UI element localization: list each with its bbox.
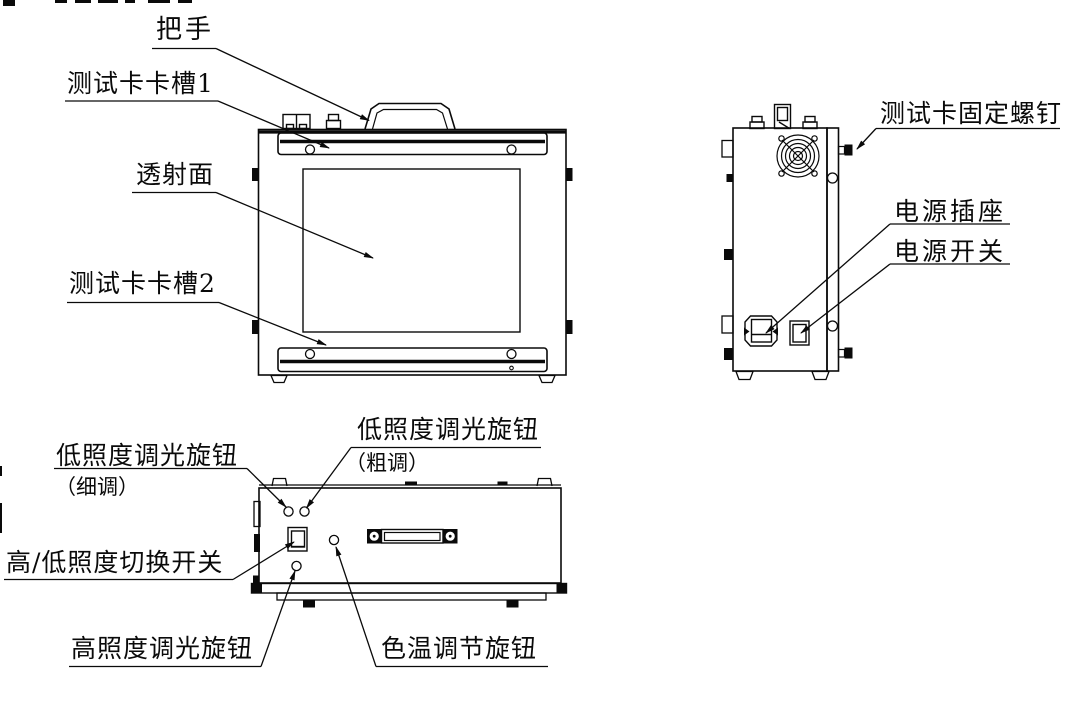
label-high-low-switch: 高/低照度切换开关 <box>6 548 224 577</box>
bottom-view <box>250 477 568 608</box>
front-side-tabs <box>252 168 573 334</box>
power-switch-shape <box>789 320 810 346</box>
front-view <box>252 102 573 384</box>
label-low-dim-fine-line2: （细调） <box>55 475 139 499</box>
top-knob-single <box>325 113 342 130</box>
leader-card-fixing-screw <box>856 127 1060 150</box>
side-foot-left <box>735 370 754 381</box>
bottom-foot-left <box>303 600 315 608</box>
card-slot-1-bar <box>277 132 548 156</box>
leader-card-slot-1 <box>65 100 330 149</box>
leader-low-dim-fine <box>54 467 287 508</box>
label-card-slot-2: 测试卡卡槽2 <box>69 269 216 298</box>
slot1-screw-hole-right <box>506 144 517 155</box>
high-dim-knob <box>291 560 302 572</box>
front-foot-left <box>270 374 288 384</box>
base-inner-strip <box>276 592 547 601</box>
high-low-switch-shape <box>287 526 308 552</box>
side-body <box>732 127 828 372</box>
leader-handle <box>152 47 370 122</box>
side-view <box>721 103 853 381</box>
base-strip <box>250 582 568 594</box>
low-dim-knob-coarse <box>299 506 310 517</box>
label-transmission-surface: 透射面 <box>136 160 215 189</box>
bottom-bump-left <box>271 477 288 487</box>
card-fixing-screw-top <box>837 144 853 156</box>
label-color-temp-knob: 色温调节旋钮 <box>381 634 538 663</box>
slot2-screw-hole-right <box>506 348 517 360</box>
leader-power-socket <box>765 223 1010 334</box>
side-right-strip <box>826 127 840 372</box>
leader-transmission-surface <box>132 191 374 259</box>
bottom-left-tabs <box>253 500 261 584</box>
power-socket-shape <box>744 315 778 347</box>
side-left-tabs <box>721 139 734 360</box>
card-fixing-screw-bottom <box>837 347 853 359</box>
label-high-dim-knob: 高照度调光旋钮 <box>71 634 254 663</box>
handle-shape <box>364 102 456 130</box>
annotation-leaders <box>4 47 1060 668</box>
card-slot-2-bar <box>277 347 548 373</box>
bottom-bump-right <box>536 477 553 487</box>
label-power-socket: 电源插座 <box>894 197 1007 226</box>
label-card-fixing-screw: 测试卡固定螺钉 <box>880 99 1063 128</box>
slot2-small-hole <box>509 365 514 371</box>
top-knob-double <box>282 113 311 130</box>
connector-bar <box>367 528 458 544</box>
front-foot-right <box>538 374 556 384</box>
low-dim-knob-fine <box>283 506 294 517</box>
bottom-foot-right <box>506 600 519 608</box>
fan-grill-icon <box>776 134 820 178</box>
label-low-dim-coarse-line1: 低照度调光旋钮 <box>357 415 540 444</box>
scan-artifacts <box>0 0 192 533</box>
strip-hole-bottom <box>826 320 839 332</box>
strip-hole-top <box>826 172 839 184</box>
leader-card-slot-2 <box>67 301 327 346</box>
leader-high-low-switch <box>4 541 295 581</box>
slot1-screw-hole-left <box>304 144 316 155</box>
leader-power-switch <box>800 263 1010 334</box>
leader-color-temp-knob <box>335 546 548 668</box>
label-card-slot-1: 测试卡卡槽1 <box>67 69 214 98</box>
side-foot-right <box>811 370 830 381</box>
side-top-knob-left <box>749 115 765 130</box>
front-body <box>257 128 567 376</box>
label-power-switch: 电源开关 <box>894 237 1007 266</box>
transmission-surface-area <box>302 168 521 333</box>
handle-inner-line <box>371 108 449 130</box>
leader-high-dim-knob <box>69 570 296 668</box>
color-temp-knob <box>328 534 340 546</box>
label-handle: 把手 <box>156 15 215 45</box>
side-top-knob-right <box>802 115 818 130</box>
side-top-latch-middle <box>773 103 792 130</box>
slot2-screw-hole-left <box>304 348 316 360</box>
bottom-tick-2 <box>497 481 508 486</box>
label-low-dim-fine-line1: 低照度调光旋钮 <box>56 441 239 470</box>
bottom-tick-1 <box>405 481 417 486</box>
leader-low-dim-coarse <box>305 446 541 509</box>
label-low-dim-coarse-line2: （粗调） <box>345 451 429 475</box>
